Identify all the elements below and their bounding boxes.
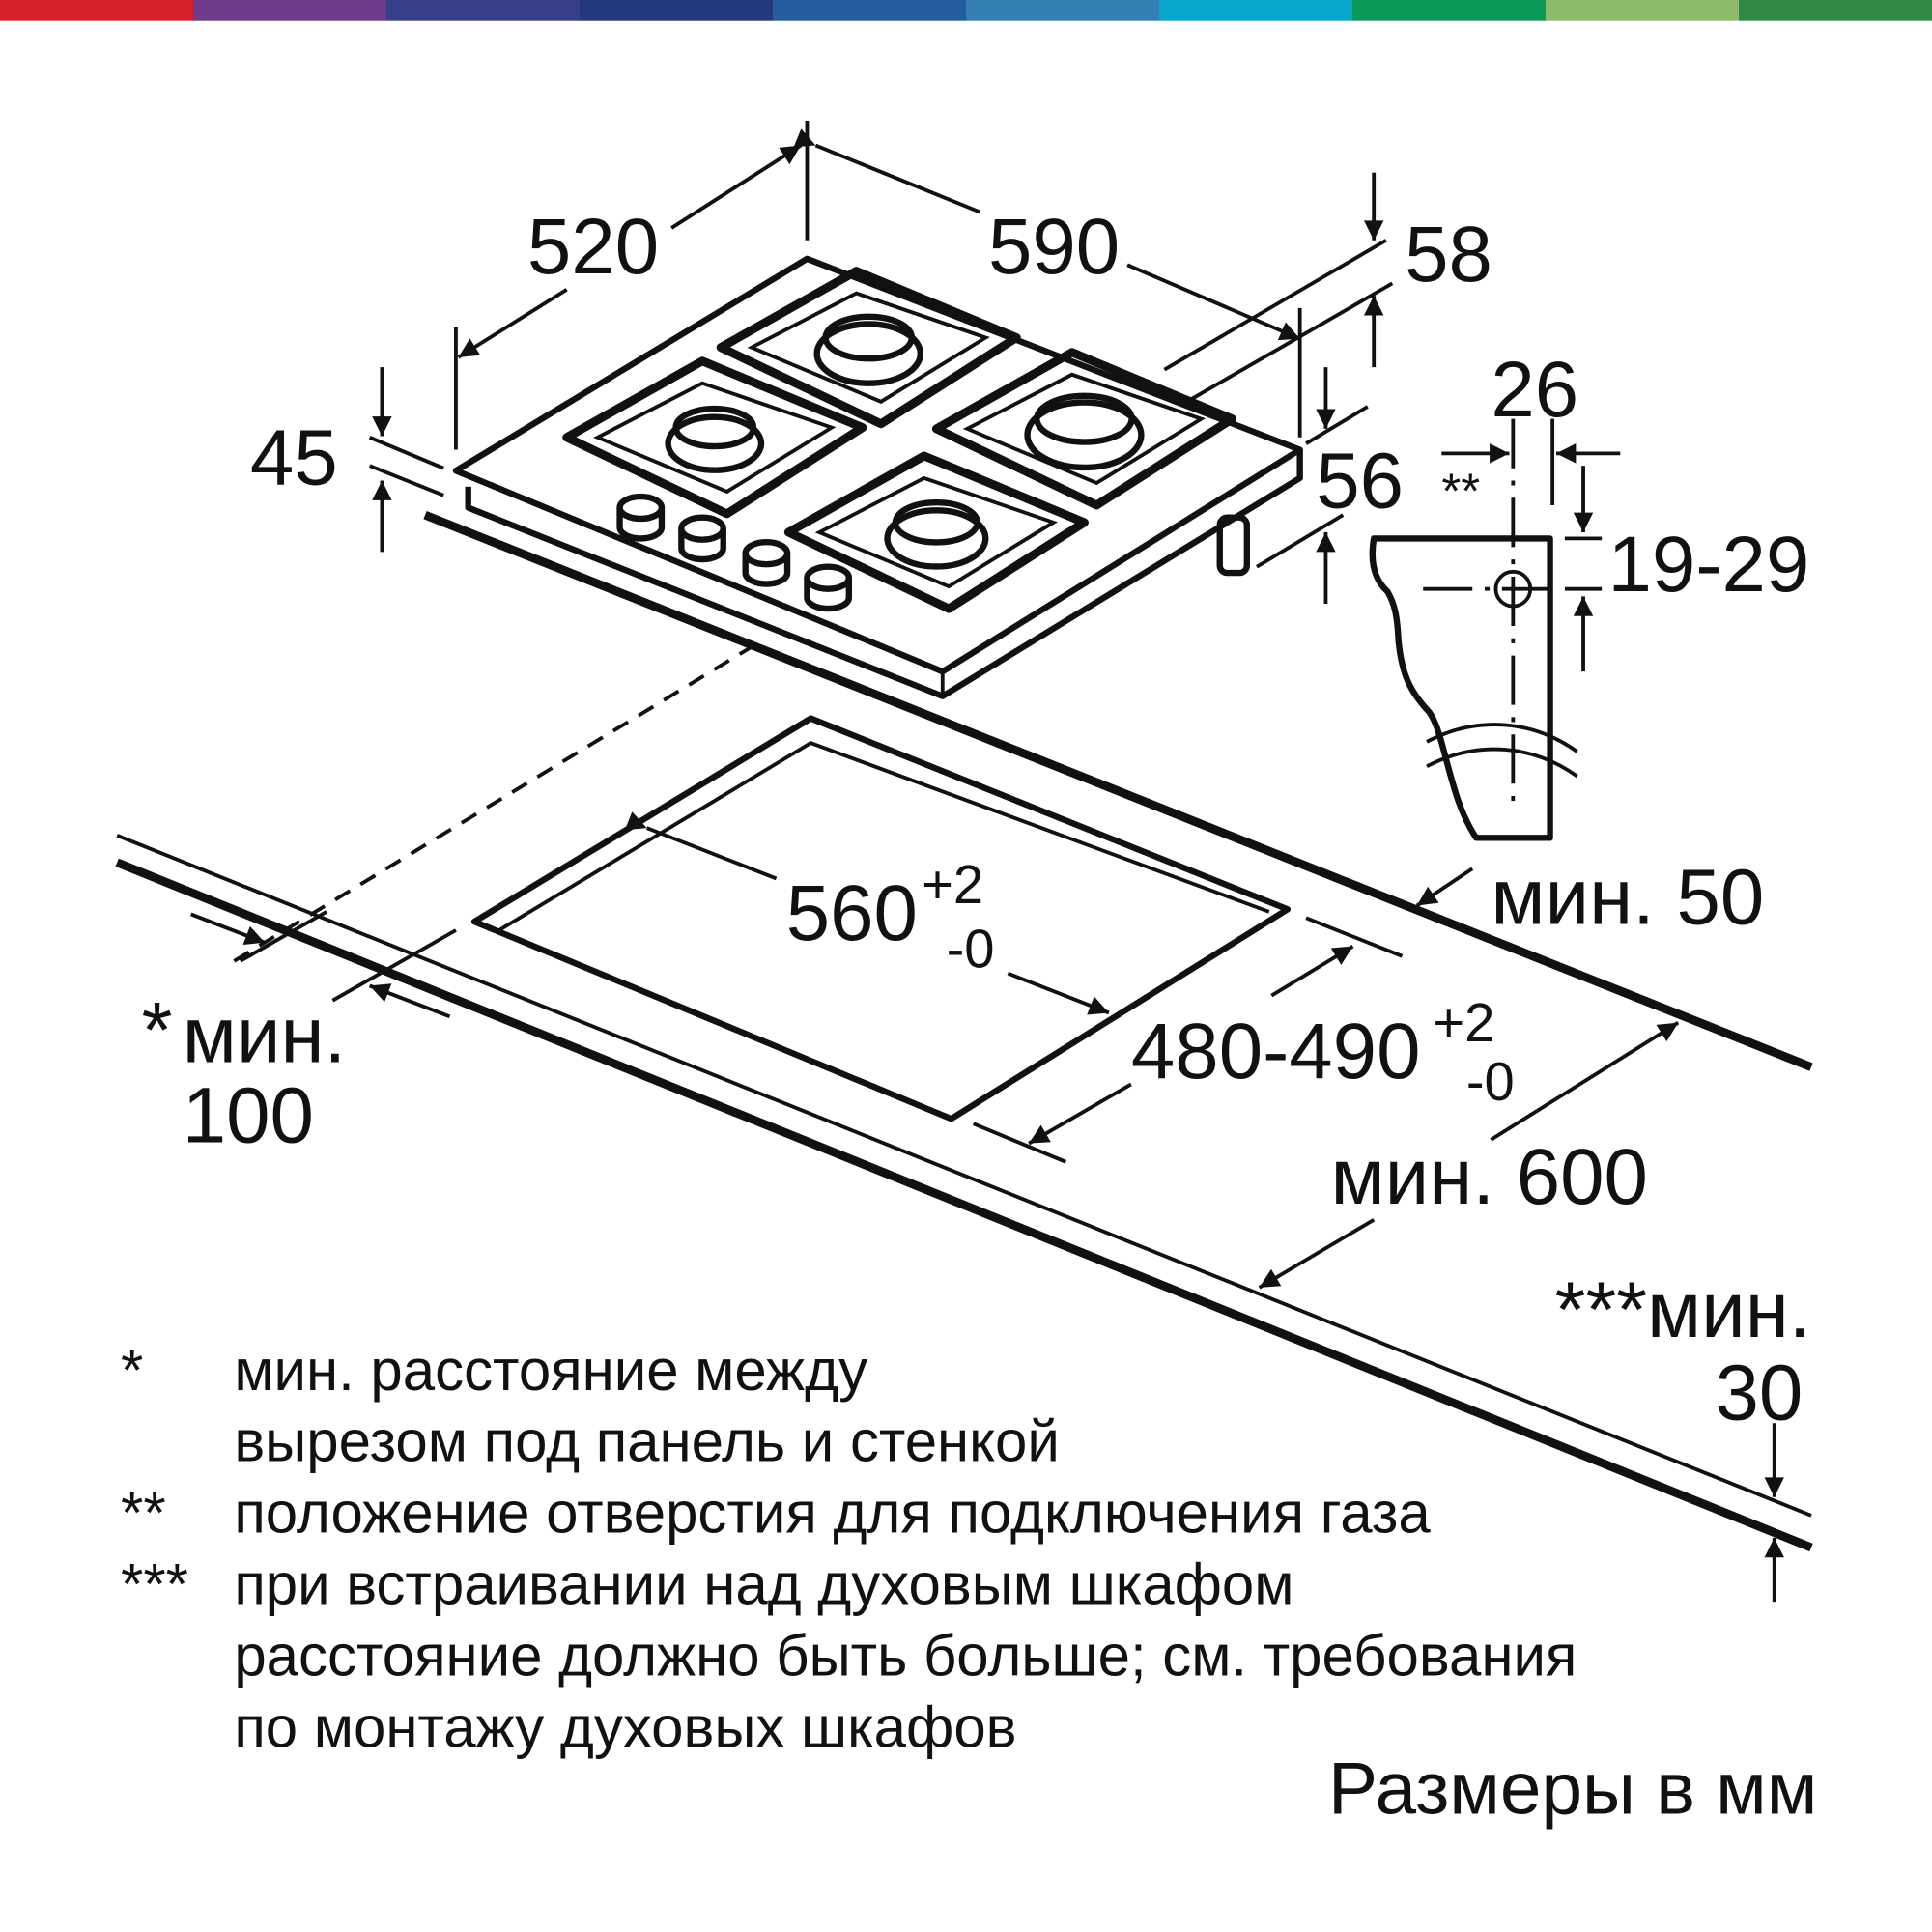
min-oven-label: ***мин.	[1555, 1266, 1811, 1354]
hob-foot	[1216, 514, 1251, 577]
dimension-lines	[190, 121, 1784, 1603]
color-bar-segment	[773, 0, 967, 21]
tolerance-plus: +2	[922, 854, 983, 915]
color-bar-segment	[193, 0, 387, 21]
tolerance-plus-2: +2	[1433, 992, 1494, 1053]
units-label: Размеры в мм	[1328, 1748, 1817, 1831]
dim-min-50: мин. 50	[1491, 854, 1764, 942]
burner	[716, 267, 1021, 429]
countertop	[115, 511, 1813, 1552]
note-line: мин. расстояние между	[234, 1338, 867, 1403]
dim-depth-520: 520	[527, 203, 659, 291]
control-knobs	[616, 493, 853, 612]
note-line: положение отверстия для подключения газа	[234, 1481, 1431, 1546]
dim-min-600: мин. 600	[1331, 1133, 1648, 1221]
dim-width-590: 590	[988, 203, 1120, 291]
note-line: расстояние должно быть больше; см. требо…	[234, 1624, 1577, 1689]
dim-19-29: 19-29	[1608, 521, 1810, 609]
tolerance-minus: -0	[947, 918, 995, 979]
min-oven-value: 30	[1716, 1349, 1804, 1436]
gas-connection-detail	[1369, 418, 1621, 841]
note-line: вырезом под панель и стенкой	[234, 1409, 1060, 1474]
knob	[804, 563, 853, 612]
knob	[616, 493, 666, 542]
min-wall-star: *	[142, 986, 173, 1074]
dim-26: 26	[1491, 346, 1578, 434]
hob	[452, 255, 1303, 699]
color-bar-segment	[1546, 0, 1740, 21]
knob	[742, 539, 791, 587]
color-bar-segment	[1738, 0, 1932, 21]
color-bar-segment	[386, 0, 581, 21]
knob	[678, 514, 726, 563]
note-mark-3: ***	[121, 1552, 188, 1617]
min-wall-value: 100	[183, 1071, 314, 1159]
burner-grates	[562, 267, 1236, 613]
note-line: по монтажу духовых шкафов	[234, 1695, 1016, 1760]
burner	[562, 356, 867, 519]
color-bar-segment	[580, 0, 774, 21]
note-mark-1: *	[121, 1338, 143, 1403]
color-bar-segment	[0, 0, 194, 21]
dim-58: 58	[1405, 211, 1492, 298]
tolerance-minus-2: -0	[1466, 1051, 1515, 1112]
dim-cutout-480-490: 480-490	[1131, 1008, 1421, 1095]
burner	[931, 348, 1236, 510]
footnotes: * мин. расстояние между вырезом под пане…	[121, 1338, 1577, 1760]
color-bar-segment	[966, 0, 1160, 21]
color-bar-segment	[1352, 0, 1547, 21]
dim-56: 56	[1316, 438, 1404, 526]
color-bar	[0, 0, 1932, 21]
gas-marker: **	[1441, 464, 1480, 519]
cutout	[470, 715, 1292, 1122]
note-line: при встраивании над духовым шкафом	[234, 1552, 1293, 1617]
burner	[783, 451, 1089, 613]
dim-cutout-560: 560	[786, 869, 918, 957]
min-wall-label: мин.	[183, 991, 346, 1079]
dim-height-45: 45	[250, 413, 338, 501]
color-bar-segment	[1159, 0, 1353, 21]
note-mark-2: **	[121, 1481, 166, 1546]
